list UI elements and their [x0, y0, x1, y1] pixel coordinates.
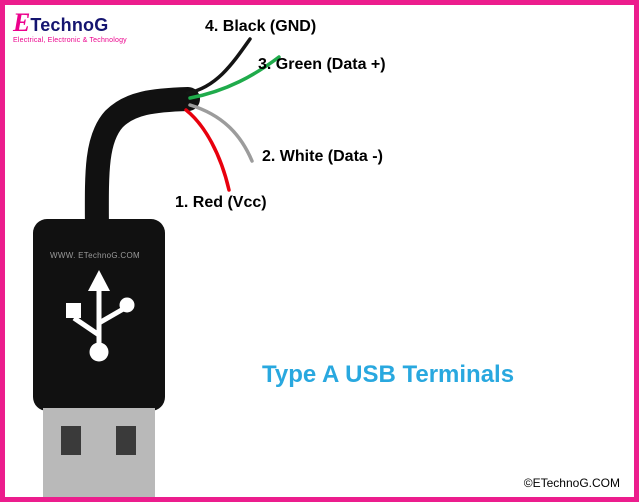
wire-black	[186, 37, 252, 95]
wire-label-red-vcc: 1. Red (Vcc)	[175, 194, 267, 211]
diagram-title: Type A USB Terminals	[262, 361, 515, 388]
usb-cable	[84, 87, 200, 257]
wire-white	[188, 103, 254, 163]
usb-contact-left	[61, 426, 81, 455]
watermark-text: WWW. ETechnoG.COM	[50, 251, 140, 260]
wire-label-green-data-plus: 3. Green (Data +)	[258, 56, 386, 73]
brand-logo: ETechnoG Electrical, Electronic & Techno…	[13, 9, 127, 45]
brand-initial: E	[13, 8, 31, 37]
wire-green	[188, 55, 281, 100]
brand-rest: TechnoG	[30, 15, 109, 35]
wire-red	[184, 108, 231, 192]
usb-trident-icon	[66, 270, 135, 362]
usb-wiring-diagram	[33, 37, 281, 497]
brand-tagline: Electrical, Electronic & Technology	[13, 37, 127, 45]
usb-metal-shield	[43, 408, 155, 497]
wire-label-white-data-minus: 2. White (Data -)	[262, 148, 383, 165]
brand-name: ETechnoG	[13, 9, 127, 36]
wire-label-black-gnd: 4. Black (GND)	[205, 18, 317, 35]
copyright-text: ©ETechnoG.COM	[523, 476, 620, 490]
usb-contact-right	[116, 426, 136, 455]
